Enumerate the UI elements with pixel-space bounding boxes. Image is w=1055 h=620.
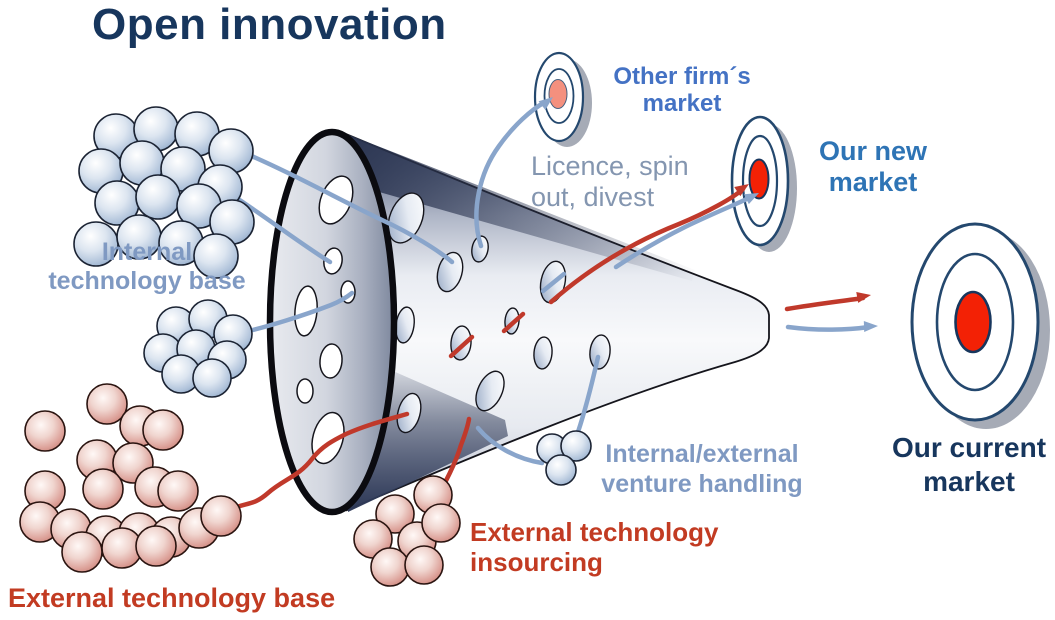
funnel-hole (296, 378, 314, 404)
insourcing-cluster (353, 475, 461, 587)
label-line: insourcing (470, 547, 603, 577)
sphere (200, 495, 242, 537)
funnel-hole (436, 251, 464, 293)
flow-lines (220, 97, 878, 515)
label-external-technology-base: External technology base (8, 583, 335, 614)
target-middle-ring (935, 252, 1015, 392)
arrowhead-icon (538, 97, 553, 110)
target-bullseye (548, 79, 568, 109)
target-middle-ring (741, 134, 779, 228)
funnel-hole (471, 235, 489, 263)
venture-flow-line-in (475, 425, 545, 466)
label-our-current-market: Our current market (880, 431, 1055, 499)
label-our-new-market: Our new market (806, 136, 940, 198)
label-venture-handling: Internal/external venture handling (591, 439, 813, 499)
label-line: Licence, spin (531, 151, 689, 181)
label-line: market (828, 167, 918, 197)
funnel-top-shading (339, 131, 695, 281)
arrowhead-icon (744, 193, 759, 205)
venture-handling-cluster (536, 430, 592, 486)
target-middle-ring (543, 68, 575, 124)
sphere (24, 410, 66, 452)
sphere (82, 468, 124, 510)
label-line: Internal (101, 238, 193, 266)
new-market-flow-blue (613, 194, 754, 270)
arrowhead-icon (863, 320, 878, 332)
red-hole-segment-1 (448, 334, 475, 359)
label-internal-technology-base: Internal technology base (33, 238, 261, 296)
sphere (135, 525, 177, 567)
external-base-flow-line (221, 411, 410, 515)
label-line: technology base (48, 267, 246, 295)
internal-tech-cluster-small (143, 299, 253, 398)
current-market-arrow-red (784, 295, 866, 312)
label-other-firms-market: Other firm´s market (598, 63, 766, 117)
internal-flow-line-3 (233, 290, 355, 337)
sphere (404, 545, 444, 585)
new-market-flow-red (548, 186, 746, 305)
internal-tech-cluster (73, 106, 255, 279)
other-firms-target-icon (533, 51, 592, 147)
blue-hole-segment (540, 271, 567, 294)
arrowhead-icon (734, 184, 749, 197)
licence-spinout-arrow (474, 99, 548, 249)
internal-flow-line-1 (237, 148, 455, 265)
sphere (142, 409, 184, 451)
label-external-technology-insourcing: External technology insourcing (470, 517, 719, 577)
label-line: Other firm´s (613, 63, 751, 90)
funnel-mouth (266, 128, 398, 516)
sphere (370, 547, 410, 587)
sphere (192, 358, 232, 398)
label-line: out, divest (531, 182, 655, 212)
label-line: market (923, 466, 1015, 497)
label-licence-spin-out-divest: Licence, spin out, divest (531, 151, 689, 213)
sphere (157, 470, 199, 512)
red-hole-segment-2 (501, 311, 526, 334)
sphere (421, 503, 461, 543)
page-title: Open innovation (92, 0, 447, 49)
current-market-arrow-blue (785, 324, 872, 332)
target-bullseye (748, 158, 770, 200)
label-line: External technology base (8, 583, 336, 613)
external-tech-cluster (19, 383, 242, 573)
label-line: Our current (891, 432, 1047, 463)
sphere (545, 454, 577, 486)
sphere (560, 430, 592, 462)
label-line: Our new (818, 136, 927, 166)
our-current-market-target-icon (910, 222, 1050, 429)
sphere (375, 494, 415, 534)
arrowhead-icon (856, 292, 871, 303)
funnel-hole (533, 336, 553, 370)
label-line: External technology (470, 517, 719, 547)
funnel-hole (387, 192, 425, 244)
innovation-funnel (266, 128, 770, 516)
sphere (135, 174, 181, 220)
target-bullseye (954, 290, 992, 354)
funnel-hole (319, 343, 343, 379)
sphere (193, 233, 239, 279)
funnel-hole (475, 370, 505, 412)
funnel-mouth-holes (294, 175, 356, 465)
label-line: market (642, 90, 722, 117)
label-line: venture handling (601, 470, 803, 498)
sphere (86, 383, 128, 425)
our-new-market-target-icon (730, 115, 797, 252)
label-line: Internal/external (605, 440, 799, 468)
sphere (61, 531, 103, 573)
